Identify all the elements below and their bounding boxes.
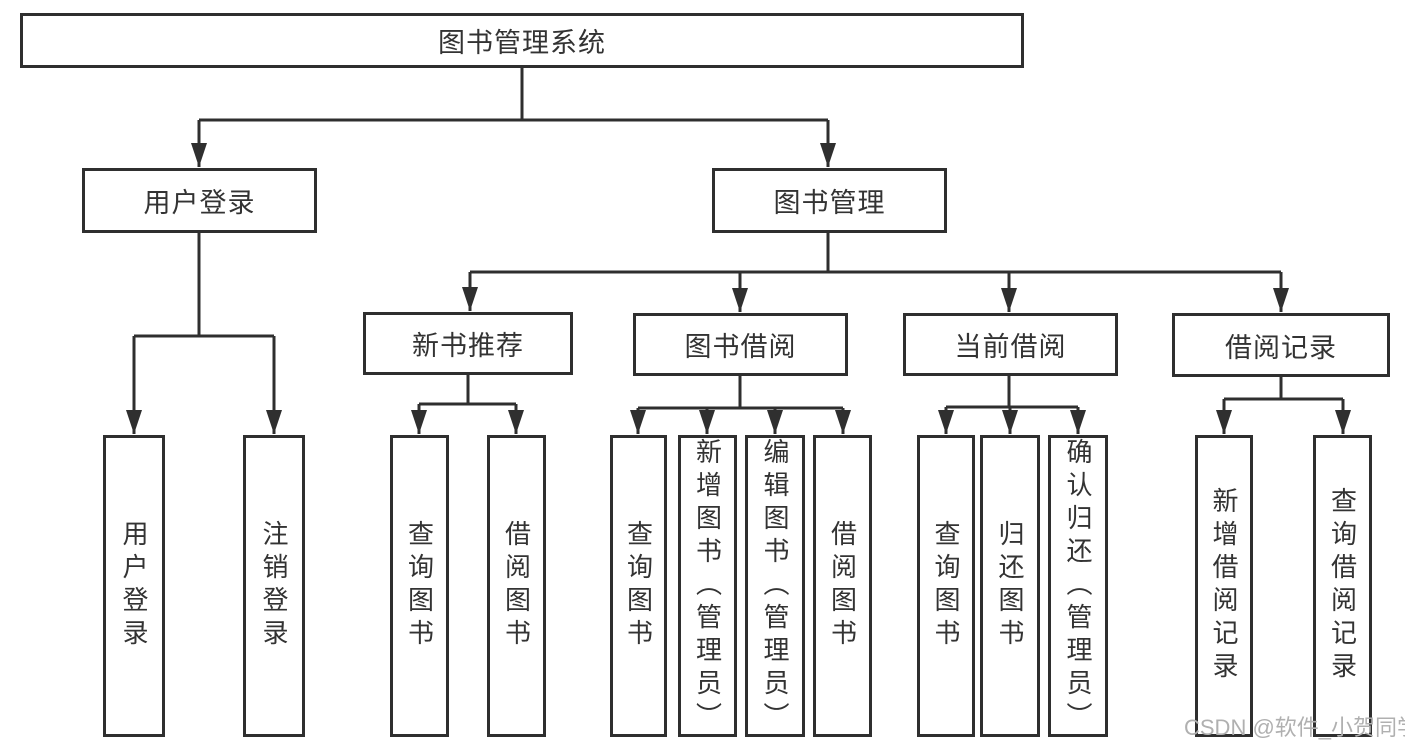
node-user-login-label: 用户登录 bbox=[143, 188, 256, 218]
node-root: 图书管理系统 bbox=[20, 13, 1024, 68]
leaf-borrow-books-recommend-label: 借阅图书 bbox=[501, 520, 532, 652]
node-root-label: 图书管理系统 bbox=[438, 28, 606, 58]
leaf-query-books-recommend-label: 查询图书 bbox=[404, 520, 435, 652]
leaf-user-login: 用户登录 bbox=[103, 435, 165, 737]
leaf-return-book: 归还图书 bbox=[980, 435, 1040, 737]
leaf-logout: 注销登录 bbox=[243, 435, 305, 737]
leaf-return-book-label: 归还图书 bbox=[995, 520, 1025, 652]
leaf-confirm-return-admin: 确认归还（管理员） bbox=[1048, 435, 1108, 737]
node-current-borrow: 当前借阅 bbox=[903, 313, 1118, 376]
leaf-query-books-current-label: 查询图书 bbox=[931, 520, 961, 652]
node-borrow-records: 借阅记录 bbox=[1172, 313, 1390, 377]
leaf-edit-book-admin-label: 编辑图书（管理员） bbox=[760, 437, 790, 735]
leaf-borrow-books-borrow: 借阅图书 bbox=[813, 435, 872, 737]
connector-arrows bbox=[126, 120, 1351, 434]
leaf-add-borrow-record: 新增借阅记录 bbox=[1195, 435, 1253, 737]
node-book-management: 图书管理 bbox=[712, 168, 947, 233]
node-new-book-recommend-label: 新书推荐 bbox=[412, 331, 524, 361]
node-book-management-label: 图书管理 bbox=[773, 188, 886, 218]
leaf-logout-label: 注销登录 bbox=[259, 520, 289, 652]
node-borrow-records-label: 借阅记录 bbox=[1225, 332, 1337, 363]
leaf-borrow-books-borrow-label: 借阅图书 bbox=[827, 520, 858, 652]
leaf-query-books-borrow-label: 查询图书 bbox=[623, 520, 654, 652]
csdn-watermark: CSDN @软件_小贺同学 bbox=[1184, 715, 1405, 740]
leaf-confirm-return-admin-label: 确认归还（管理员） bbox=[1063, 437, 1093, 735]
node-new-book-recommend: 新书推荐 bbox=[363, 312, 573, 375]
leaf-query-books-recommend: 查询图书 bbox=[390, 435, 449, 737]
leaf-edit-book-admin: 编辑图书（管理员） bbox=[745, 435, 805, 737]
node-current-borrow-label: 当前借阅 bbox=[954, 332, 1067, 362]
leaf-borrow-books-recommend: 借阅图书 bbox=[487, 435, 546, 737]
leaf-add-book-admin: 新增图书（管理员） bbox=[678, 435, 737, 737]
node-user-login: 用户登录 bbox=[82, 168, 317, 233]
leaf-query-borrow-record-label: 查询借阅记录 bbox=[1327, 487, 1358, 685]
leaf-query-borrow-record: 查询借阅记录 bbox=[1313, 435, 1372, 737]
node-book-borrow-label: 图书借阅 bbox=[684, 332, 797, 362]
leaf-user-login-label: 用户登录 bbox=[119, 520, 149, 652]
connector-elbows bbox=[134, 68, 1343, 410]
leaf-add-book-admin-label: 新增图书（管理员） bbox=[692, 437, 723, 735]
node-book-borrow: 图书借阅 bbox=[633, 313, 848, 376]
leaf-query-books-current: 查询图书 bbox=[917, 435, 975, 737]
leaf-query-books-borrow: 查询图书 bbox=[610, 435, 667, 737]
leaf-add-borrow-record-label: 新增借阅记录 bbox=[1209, 487, 1239, 685]
